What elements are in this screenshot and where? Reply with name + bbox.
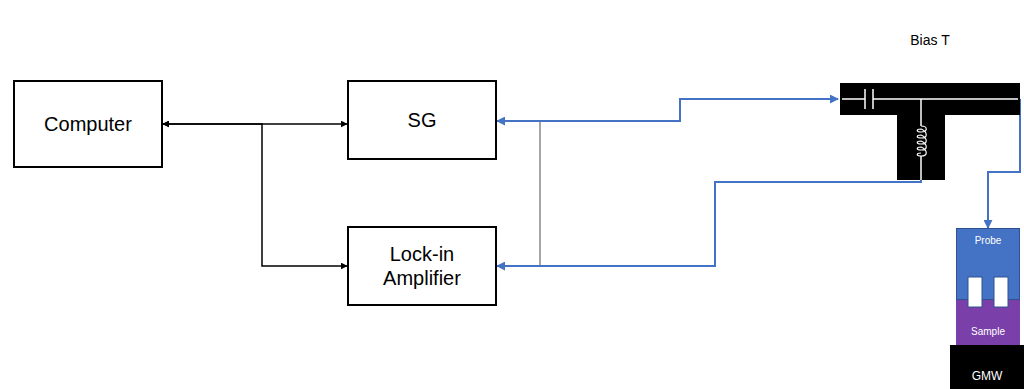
computer-box: Computer [13, 80, 163, 168]
probe-block: Probe [956, 228, 1020, 300]
sample-block: Sample [956, 300, 1020, 345]
connector [497, 180, 921, 266]
bias-tee-body [838, 30, 1022, 180]
part-label: GMW [972, 369, 1003, 383]
box-label: Lock-in Amplifier [357, 242, 487, 290]
box-label: SG [408, 108, 437, 132]
connector [988, 99, 1020, 228]
part-label: Sample [971, 326, 1005, 337]
magnet-block: GMW [950, 345, 1024, 389]
signal-generator-box: SG [347, 80, 497, 160]
bias-tee: Bias T [838, 30, 1022, 180]
part-label: Probe [975, 235, 1002, 246]
connector [497, 99, 838, 121]
lock-in-amplifier-box: Lock-in Amplifier [347, 226, 497, 306]
connector [163, 124, 347, 266]
box-label: Computer [44, 112, 132, 136]
component-label: Bias T [910, 32, 949, 48]
connector [497, 121, 540, 266]
